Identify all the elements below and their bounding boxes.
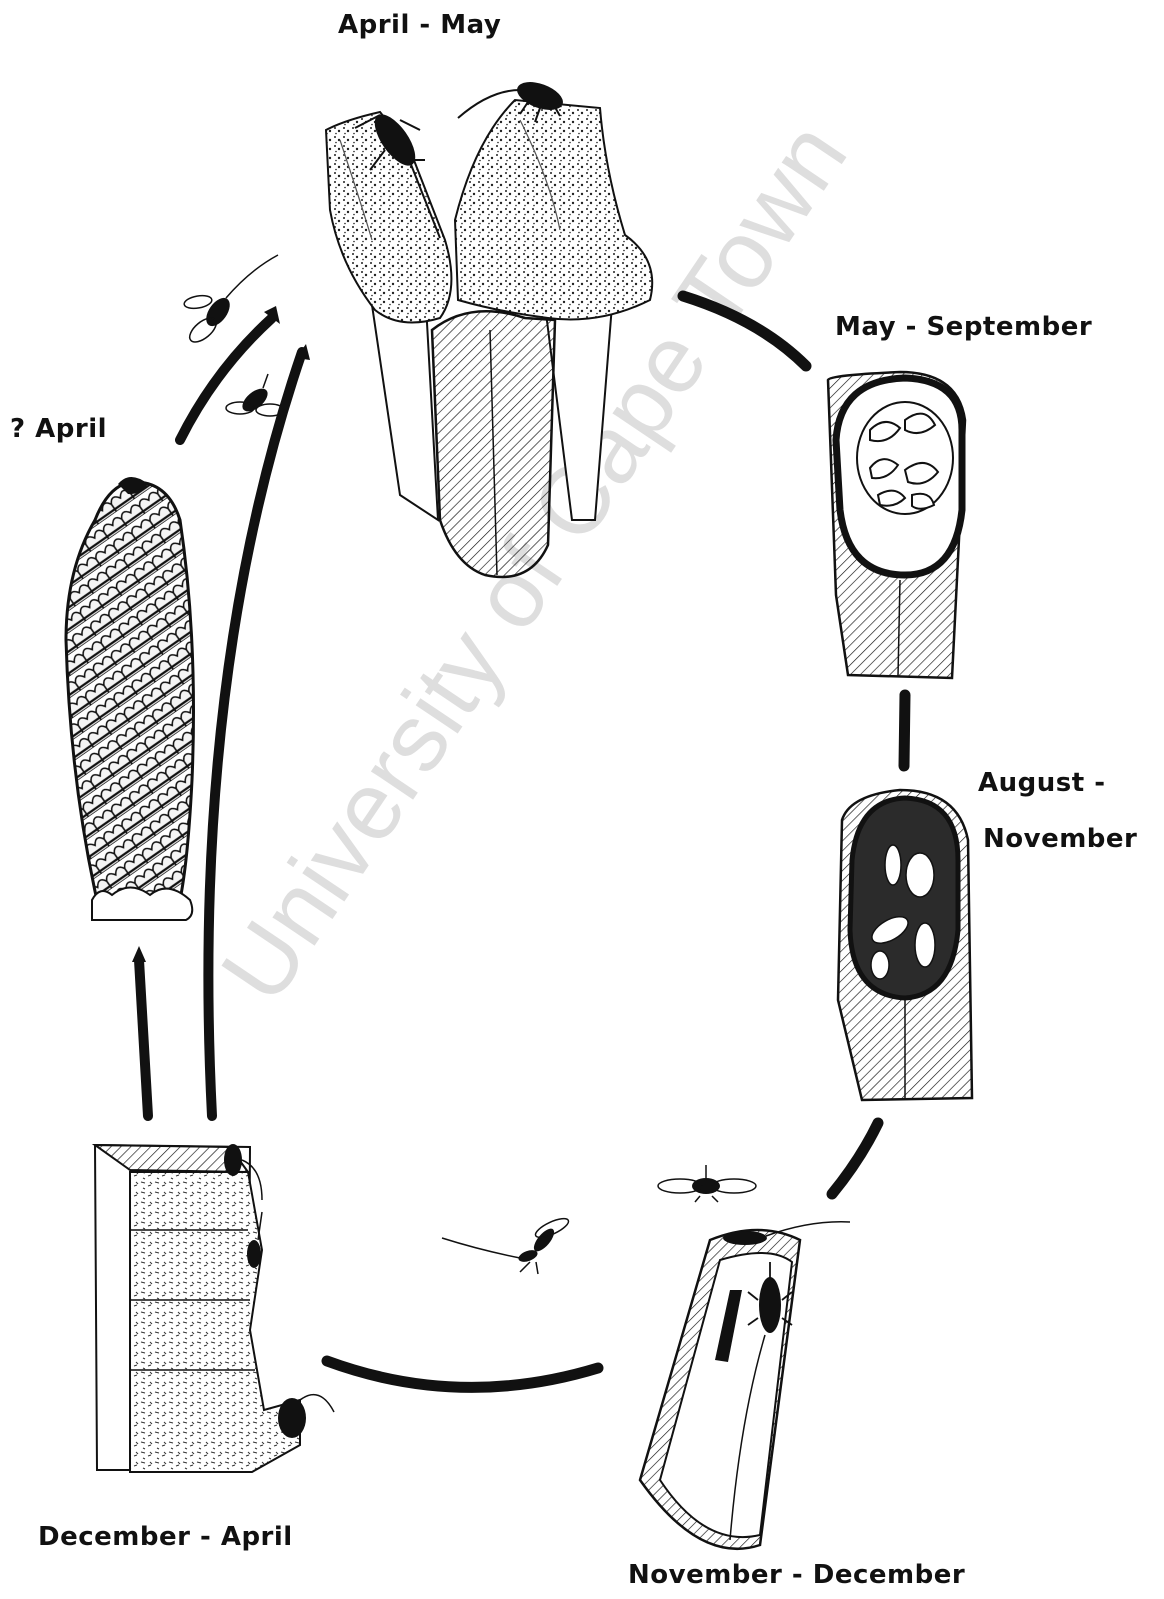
label-may-september: May - September [835,312,1092,342]
flying-weevil-lower [226,374,284,416]
stem-section-illustration [95,1144,334,1472]
label-april-may: April - May [338,10,501,40]
label-august: August - [978,768,1106,798]
flower-illustration [326,100,652,577]
arc-nov-to-novdec [832,1123,878,1194]
larvae-cluster [857,402,953,514]
seed-pupae-illustration [838,790,972,1100]
arc-april-to-may [683,296,806,366]
flying-weevil-middle [442,1215,571,1274]
arc-cone-to-flight [180,318,272,440]
flying-weevil-bottom-right [658,1165,756,1202]
arc-sep-to-aug [904,695,905,766]
seed-larvae-illustration [828,372,965,678]
arc-dec-to-cone [139,960,148,1116]
male-cone-illustration [66,477,194,920]
pupal-chamber [850,798,958,998]
seed-emergence-illustration [640,1222,850,1549]
stem-bark [130,1172,300,1472]
flying-weevil-upper [183,255,278,346]
arc-dec-to-flower [208,352,302,1116]
label-april-uncertain: ? April [10,414,107,444]
flower-bract-right [455,100,652,320]
arc-novdec-to-dec [327,1361,598,1387]
label-december-april: December - April [38,1522,293,1552]
label-november-december: November - December [628,1560,965,1590]
arrowhead-cone [132,946,146,962]
label-november: November [983,824,1137,854]
